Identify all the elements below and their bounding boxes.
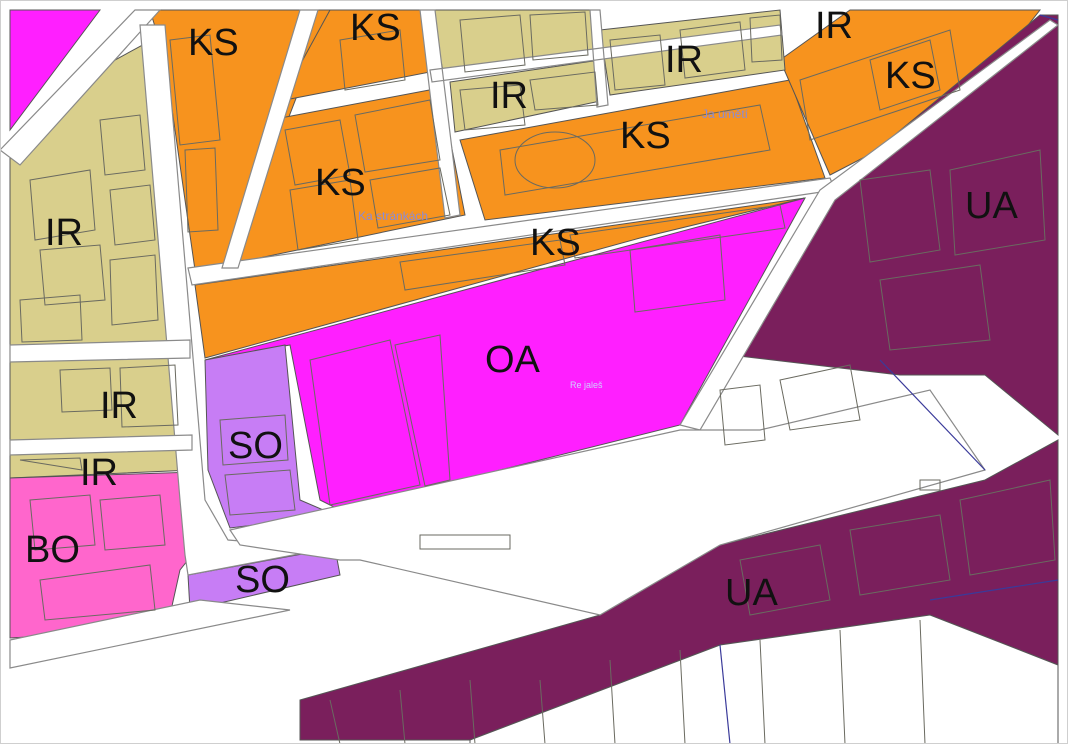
label-ks-5: KS	[885, 55, 936, 97]
label-so-2: SO	[235, 559, 290, 601]
road-ir-divider	[9, 339, 193, 456]
label-ir-6: IR	[80, 452, 118, 494]
parcel-lines	[19, 11, 1056, 744]
label-oa-1: OA	[485, 339, 541, 381]
zone-so-lower[interactable]	[187, 547, 341, 611]
road-top-streets	[221, 9, 783, 269]
label-ir-1: IR	[815, 5, 853, 47]
street-label-2: Ka stránkách	[358, 209, 428, 223]
street-label-1: Ja umětí	[702, 107, 749, 121]
label-ir-5: IR	[100, 385, 138, 427]
label-ir-2: IR	[665, 39, 703, 81]
label-ua-1: UA	[965, 185, 1018, 227]
label-so-1: SO	[228, 425, 283, 467]
label-ks-1: KS	[188, 22, 239, 64]
zone-ks-lower[interactable]	[194, 197, 806, 359]
label-ks-4: KS	[620, 115, 671, 157]
label-ks-2: KS	[350, 7, 401, 49]
road-lower-sweep	[229, 389, 986, 616]
label-ks-3: KS	[315, 162, 366, 204]
label-ks-6: KS	[530, 222, 581, 264]
label-ua-2: UA	[725, 572, 778, 614]
road-diagonal-nw	[0, 9, 162, 166]
zone-oa-corner[interactable]	[9, 9, 101, 132]
label-ir-3: IR	[490, 75, 528, 117]
boundary-lines	[719, 14, 1059, 744]
road-bottom-left	[9, 599, 291, 669]
label-ir-4: IR	[45, 212, 83, 254]
zone-ks-band[interactable]	[459, 79, 826, 221]
street-label-3: Re jaleš	[570, 380, 603, 390]
label-bo-1: BO	[25, 529, 80, 571]
